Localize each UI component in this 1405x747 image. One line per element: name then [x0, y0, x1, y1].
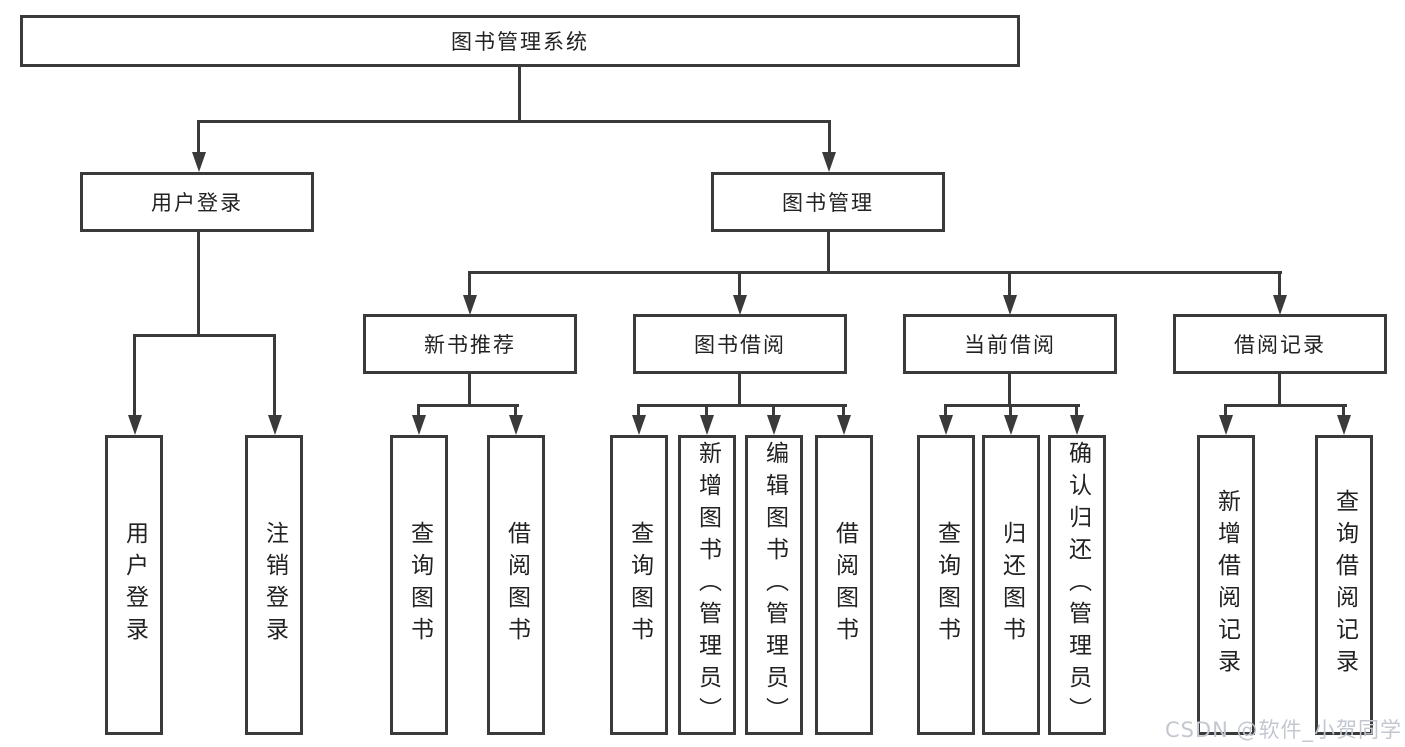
watermark: CSDN @软件_小贺同学: [1164, 718, 1402, 742]
connector-line: [772, 404, 775, 418]
node-label: 图书管理: [782, 191, 874, 215]
node-user-login: 用户登录: [80, 172, 314, 232]
node-book-borrowing: 图书借阅: [633, 314, 847, 374]
leaf-borrow-books-1: 借阅图书: [487, 435, 545, 735]
connector-line: [468, 374, 471, 406]
connector-line: [468, 271, 471, 297]
node-label: 用户登录: [151, 191, 243, 215]
connector-line: [468, 271, 1282, 274]
connector-line: [944, 404, 1080, 407]
arrow-down-icon: [1003, 295, 1017, 315]
leaf-label: 查询借阅记录: [1331, 489, 1358, 681]
arrow-down-icon: [412, 415, 426, 435]
arrow-down-icon: [1004, 415, 1018, 435]
arrow-down-icon: [822, 152, 836, 172]
leaf-edit-books-admin: 编辑图书（管理员）: [745, 435, 803, 735]
node-library-system: 图书管理系统: [20, 15, 1020, 67]
connector-line: [1224, 404, 1347, 407]
node-label: 图书管理系统: [451, 30, 589, 54]
connector-line: [417, 404, 420, 418]
connector-line: [705, 404, 708, 418]
arrow-down-icon: [1273, 295, 1287, 315]
leaf-borrow-books-2: 借阅图书: [815, 435, 873, 735]
leaf-confirm-return-admin: 确认归还（管理员）: [1048, 435, 1106, 735]
connector-line: [197, 120, 831, 123]
connector-line: [197, 232, 200, 336]
leaf-label: 查询图书: [933, 521, 960, 649]
leaf-user-login: 用户登录: [105, 435, 163, 735]
leaf-label: 确认归还（管理员）: [1064, 441, 1091, 729]
node-label: 借阅记录: [1234, 333, 1326, 357]
leaf-return-books: 归还图书: [982, 435, 1040, 735]
arrow-down-icon: [767, 415, 781, 435]
arrow-down-icon: [939, 415, 953, 435]
connector-line: [738, 374, 741, 406]
leaf-query-books-1: 查询图书: [390, 435, 448, 735]
arrow-down-icon: [509, 415, 523, 435]
leaf-label: 归还图书: [998, 521, 1025, 649]
leaf-logout: 注销登录: [245, 435, 303, 735]
leaf-query-borrow-record: 查询借阅记录: [1315, 435, 1373, 735]
arrow-down-icon: [1219, 415, 1233, 435]
arrow-down-icon: [733, 295, 747, 315]
leaf-label: 借阅图书: [831, 521, 858, 649]
connector-line: [738, 271, 741, 297]
arrow-down-icon: [268, 415, 282, 435]
connector-line: [273, 334, 276, 416]
connector-line: [842, 404, 845, 418]
arrow-down-icon: [1337, 415, 1351, 435]
connector-line: [1278, 271, 1281, 297]
arrow-down-icon: [632, 415, 646, 435]
leaf-label: 编辑图书（管理员）: [761, 441, 788, 729]
connector-line: [1008, 271, 1011, 297]
arrow-down-icon: [192, 152, 206, 172]
node-label: 当前借阅: [964, 333, 1056, 357]
leaf-label: 新增借阅记录: [1213, 489, 1240, 681]
arrow-down-icon: [700, 415, 714, 435]
node-current-borrowing: 当前借阅: [903, 314, 1117, 374]
leaf-label: 注销登录: [261, 521, 288, 649]
leaf-label: 查询图书: [626, 521, 653, 649]
connector-line: [1075, 404, 1078, 418]
leaf-add-borrow-record: 新增借阅记录: [1197, 435, 1255, 735]
arrow-down-icon: [1070, 415, 1084, 435]
node-label: 图书借阅: [694, 333, 786, 357]
connector-line: [1342, 404, 1345, 418]
connector-line: [637, 404, 640, 418]
connector-line: [518, 67, 521, 120]
leaf-label: 借阅图书: [503, 521, 530, 649]
arrow-down-icon: [463, 295, 477, 315]
arrow-down-icon: [837, 415, 851, 435]
connector-line: [417, 404, 519, 407]
connector-line: [828, 120, 831, 154]
leaf-add-books-admin: 新增图书（管理员）: [678, 435, 736, 735]
connector-line: [1224, 404, 1227, 418]
connector-line: [827, 232, 830, 273]
leaf-label: 新增图书（管理员）: [694, 441, 721, 729]
connector-line: [197, 120, 200, 154]
leaf-query-books-3: 查询图书: [917, 435, 975, 735]
arrow-down-icon: [128, 415, 142, 435]
connector-line: [944, 404, 947, 418]
leaf-query-books-2: 查询图书: [610, 435, 668, 735]
leaf-label: 查询图书: [406, 521, 433, 649]
node-new-book-recommend: 新书推荐: [363, 314, 577, 374]
leaf-label: 用户登录: [121, 521, 148, 649]
connector-line: [514, 404, 517, 418]
node-borrowing-records: 借阅记录: [1173, 314, 1387, 374]
connector-line: [133, 334, 136, 416]
connector-line: [637, 404, 847, 407]
node-label: 新书推荐: [424, 333, 516, 357]
connector-line: [1009, 404, 1012, 418]
connector-line: [133, 334, 276, 337]
connector-line: [1278, 374, 1281, 406]
node-book-management: 图书管理: [711, 172, 945, 232]
connector-line: [1008, 374, 1011, 406]
